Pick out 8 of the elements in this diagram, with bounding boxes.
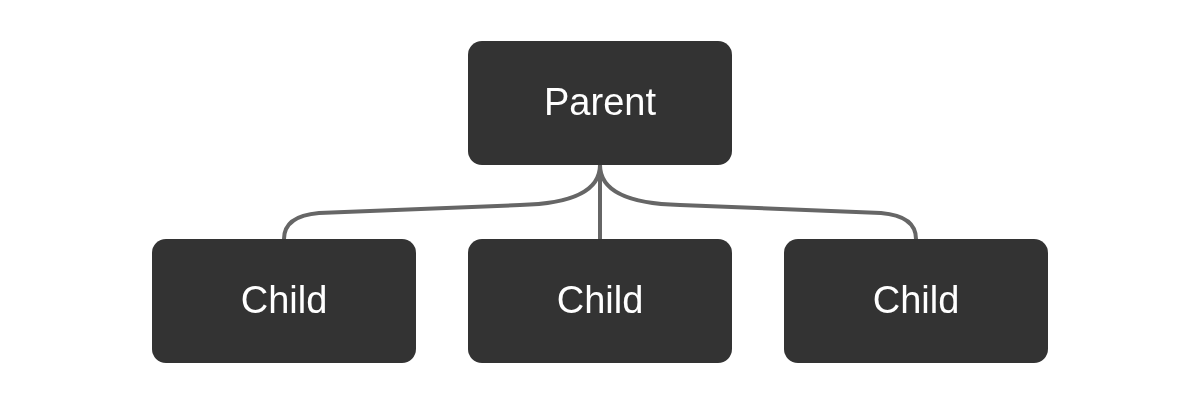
node-label: Child	[556, 278, 644, 324]
node-label: Child	[872, 278, 960, 324]
node-box	[468, 239, 732, 363]
node-box	[152, 239, 416, 363]
node-box	[468, 41, 732, 165]
node-box	[784, 239, 1048, 363]
node-label: Child	[240, 278, 328, 324]
node-label: Parent	[544, 80, 656, 126]
